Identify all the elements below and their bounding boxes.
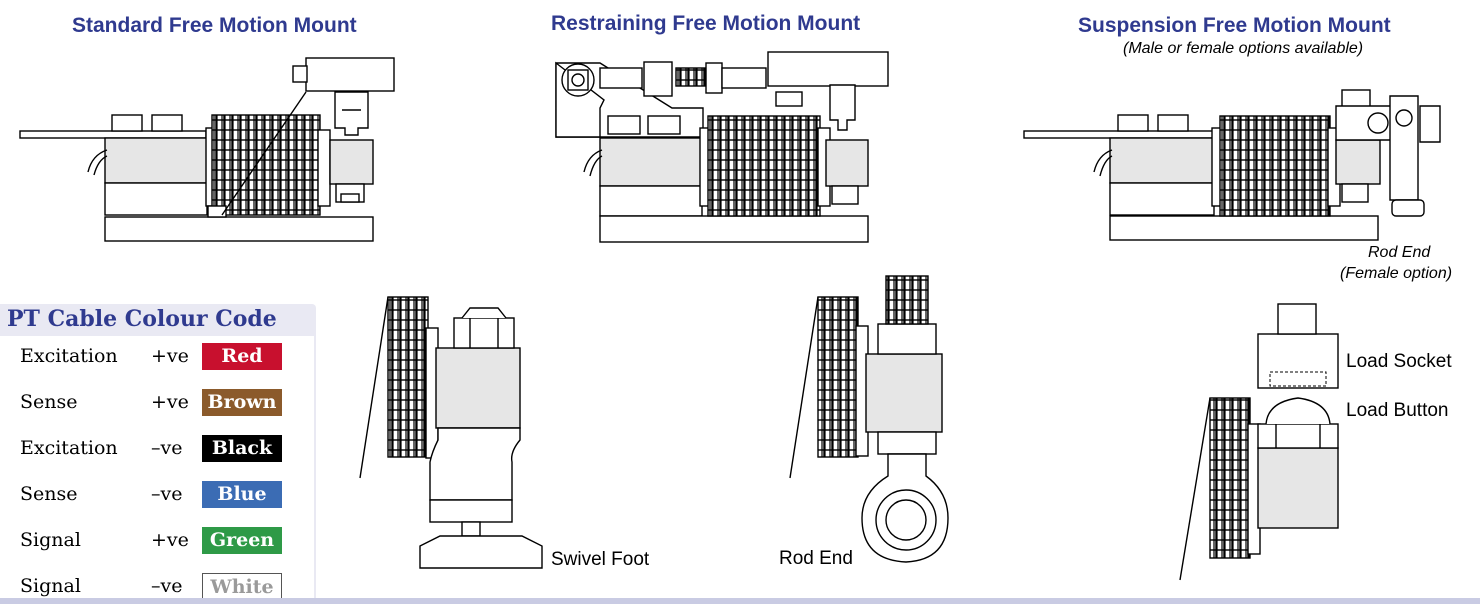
- swivel-foot-detail: [359, 296, 543, 569]
- wire-colour-swatch: Green: [202, 527, 282, 554]
- colour-code-row: Signal –ve White: [20, 573, 310, 601]
- wire-colour-swatch: Blue: [202, 481, 282, 508]
- wire-polarity: +ve: [151, 345, 189, 367]
- rod-end-female-option-label: (Female option): [1340, 265, 1453, 282]
- wire-colour-swatch: White: [202, 573, 282, 600]
- swivel-foot-label: Swivel Foot: [551, 549, 650, 570]
- suspension-mount-note: (Male or female options available): [1123, 40, 1364, 57]
- wire-polarity: –ve: [151, 437, 183, 459]
- wire-function: Signal: [20, 575, 81, 597]
- colour-code-row: Sense +ve Brown: [20, 389, 310, 417]
- standard-mount-drawing: [19, 57, 395, 242]
- wire-function: Signal: [20, 529, 81, 551]
- suspension-mount-title: Suspension Free Motion Mount: [1078, 14, 1391, 37]
- colour-code-table: [0, 336, 314, 604]
- colour-code-row: Sense –ve Blue: [20, 481, 310, 509]
- colour-code-row: Excitation +ve Red: [20, 343, 310, 371]
- wire-colour-swatch: Red: [202, 343, 282, 370]
- wire-function: Sense: [20, 391, 78, 413]
- wire-polarity: –ve: [151, 575, 183, 597]
- load-button-label: Load Button: [1346, 400, 1449, 421]
- suspension-mount-drawing: [1023, 89, 1441, 241]
- wire-colour-swatch: Black: [202, 435, 282, 462]
- load-socket-label: Load Socket: [1346, 351, 1452, 372]
- standard-mount-title: Standard Free Motion Mount: [72, 14, 357, 37]
- colour-code-row: Signal +ve Green: [20, 527, 310, 555]
- wire-polarity: +ve: [151, 529, 189, 551]
- load-socket-detail: [1179, 303, 1339, 581]
- rod-end-female-label: Rod End: [1368, 244, 1431, 261]
- wire-polarity: –ve: [151, 483, 183, 505]
- restraining-mount-drawing: [555, 51, 889, 243]
- colour-code-row: Excitation –ve Black: [20, 435, 310, 463]
- wire-function: Sense: [20, 483, 78, 505]
- wire-colour-swatch: Brown: [202, 389, 282, 416]
- wire-function: Excitation: [20, 345, 118, 367]
- wire-function: Excitation: [20, 437, 118, 459]
- restraining-mount-title: Restraining Free Motion Mount: [551, 12, 861, 35]
- colour-code-title: PT Cable Colour Code: [7, 306, 277, 332]
- rod-end-detail: [789, 275, 949, 563]
- bottom-border: [0, 598, 1480, 604]
- wire-polarity: +ve: [151, 391, 189, 413]
- rod-end-label: Rod End: [779, 548, 853, 569]
